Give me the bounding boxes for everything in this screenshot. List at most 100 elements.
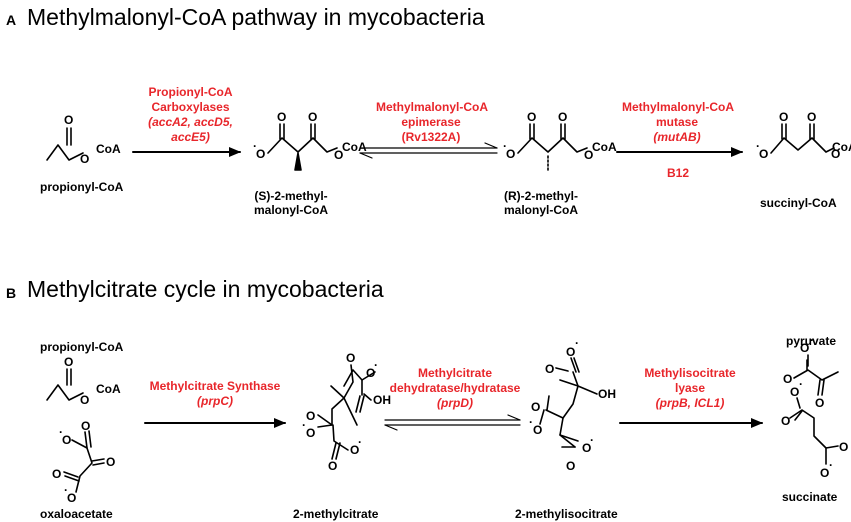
atom-o: O	[350, 443, 359, 457]
atom-o: O	[558, 110, 567, 124]
atom-o: O	[807, 110, 816, 124]
enzyme-label-line: (prpD)	[385, 396, 525, 411]
gene-names: accE5)	[171, 130, 210, 144]
atom-radical: ·	[590, 433, 594, 447]
atom-o: O	[531, 400, 540, 414]
enzyme-label-line: (prpC)	[145, 394, 285, 409]
atom-radical: ·	[799, 377, 803, 391]
enzyme-label-line: Methylcitrate	[417, 366, 493, 380]
enzyme-label-line: (Rv1322A)	[401, 130, 461, 144]
enzyme-label-line: Propionyl-CoA	[148, 85, 233, 99]
enzyme-label-methylmalonyl-coa-mutase: Methylmalonyl-CoA mutase (mutAB)	[622, 100, 735, 145]
atom-radical: ·	[756, 139, 760, 153]
enzyme-label-line: (accA2, accD5,	[143, 115, 238, 130]
atom-o: O	[80, 152, 89, 166]
atom-coa: CoA	[832, 140, 851, 154]
atom-coa: CoA	[342, 140, 367, 154]
atom-o: O	[80, 393, 89, 407]
atom-radical: ·	[374, 358, 378, 372]
pyruvate-structure	[793, 354, 839, 396]
atom-o: O	[783, 372, 792, 386]
compound-label-propionyl-coa: propionyl-CoA	[40, 180, 124, 194]
enzyme-label-propionyl-coa-carboxylases: Propionyl-CoA Carboxylases (accA2, accD5…	[143, 85, 238, 145]
gene-names: (prpD)	[437, 396, 473, 410]
atom-radical: ·	[810, 333, 814, 347]
s-methylmalonyl-coa-structure	[267, 123, 338, 171]
section-b-letter: B	[6, 285, 17, 301]
atom-o: O	[779, 110, 788, 124]
enzyme-label-line: dehydratase/hydratase	[389, 381, 521, 395]
atom-o: O	[566, 459, 575, 473]
section-a-letter: A	[6, 12, 17, 28]
atom-o: O	[533, 423, 542, 437]
enzyme-label-methylcitrate-synthase: Methylcitrate Synthase (prpC)	[145, 379, 285, 409]
atom-o: O	[328, 459, 337, 473]
atom-o: O	[506, 147, 515, 161]
section-b-title: Methylcitrate cycle in mycobacteria	[27, 276, 384, 302]
arrow-a2-equilibrium	[359, 142, 498, 159]
atom-coa: CoA	[592, 140, 617, 154]
r-methylmalonyl-coa-structure	[517, 123, 588, 171]
oxaloacetate-structure	[63, 430, 105, 493]
atom-o: O	[820, 466, 829, 480]
atom-o: O	[277, 110, 286, 124]
succinate-structure	[789, 397, 839, 465]
enzyme-label-methylisocitrate-lyase: Methylisocitrate lyase (prpB, ICL1)	[630, 366, 750, 411]
atom-o: O	[256, 147, 265, 161]
arrow-b2-equilibrium	[384, 414, 521, 431]
propionyl-coa-structure-a	[46, 127, 84, 161]
atom-o: O	[52, 467, 61, 481]
compound-label-2-methylcitrate: 2-methylcitrate	[293, 507, 379, 521]
enzyme-label-line: Methylisocitrate	[644, 366, 736, 380]
compound-label-s-methylmalonyl-coa: (S)-2-methyl- malonyl-CoA	[254, 189, 328, 217]
compound-label-line: (R)-2-methyl-	[504, 189, 578, 203]
methylisocitrate-structure	[539, 357, 598, 448]
atom-o: O	[64, 355, 73, 369]
atom-o: O	[839, 440, 848, 454]
atom-o: O	[62, 433, 71, 447]
enzyme-label-line: mutase	[655, 115, 699, 129]
enzyme-label-line: (mutAB)	[622, 130, 732, 145]
atom-radical: ·	[575, 336, 579, 350]
atom-o: O	[790, 385, 799, 399]
atom-o: O	[366, 366, 375, 380]
atom-o: O	[582, 441, 591, 455]
compound-label-propionyl-coa-b: propionyl-CoA	[40, 340, 124, 354]
enzyme-label-line: (prpB, ICL1)	[630, 396, 750, 411]
enzyme-label-line: Methylmalonyl-CoA	[622, 100, 735, 114]
section-a-title: Methylmalonyl-CoA pathway in mycobacteri…	[27, 4, 485, 30]
enzyme-label-line: accE5)	[143, 130, 238, 145]
atom-o: O	[67, 491, 76, 505]
enzyme-label-line: lyase	[674, 381, 706, 395]
enzyme-label-line: Carboxylases	[151, 100, 230, 114]
atom-o: O	[346, 351, 355, 365]
atom-o: O	[759, 147, 768, 161]
atom-coa: CoA	[96, 142, 121, 156]
atom-o: O	[781, 414, 790, 428]
atom-o: O	[800, 341, 809, 355]
methylcitrate-structure	[317, 364, 376, 460]
atom-radical: ·	[253, 139, 257, 153]
compound-label-oxaloacetate: oxaloacetate	[40, 507, 113, 521]
compound-label-succinate: succinate	[782, 490, 838, 504]
atom-oh: OH	[373, 393, 391, 407]
atom-o: O	[527, 110, 536, 124]
atom-o: O	[306, 426, 315, 440]
gene-names: (prpC)	[197, 394, 233, 408]
atom-o: O	[106, 455, 115, 469]
atom-oh: OH	[598, 387, 616, 401]
atom-o: O	[831, 147, 840, 161]
atom-o: O	[334, 148, 343, 162]
compound-label-r-methylmalonyl-coa: (R)-2-methyl- malonyl-CoA	[504, 189, 578, 217]
compound-label-line: (S)-2-methyl-	[254, 189, 328, 203]
propionyl-coa-structure-b	[46, 368, 84, 401]
atom-o: O	[545, 362, 554, 376]
atom-o: O	[815, 396, 824, 410]
atom-o: O	[566, 345, 575, 359]
enzyme-label-line: Methylmalonyl-CoA	[376, 100, 489, 114]
atom-o: O	[584, 148, 593, 162]
enzyme-label-methylcitrate-dehydratase: Methylcitrate dehydratase/hydratase (prp…	[385, 366, 525, 411]
compound-label-succinyl-coa: succinyl-CoA	[760, 196, 837, 210]
enzyme-label-line: epimerase	[401, 115, 461, 129]
